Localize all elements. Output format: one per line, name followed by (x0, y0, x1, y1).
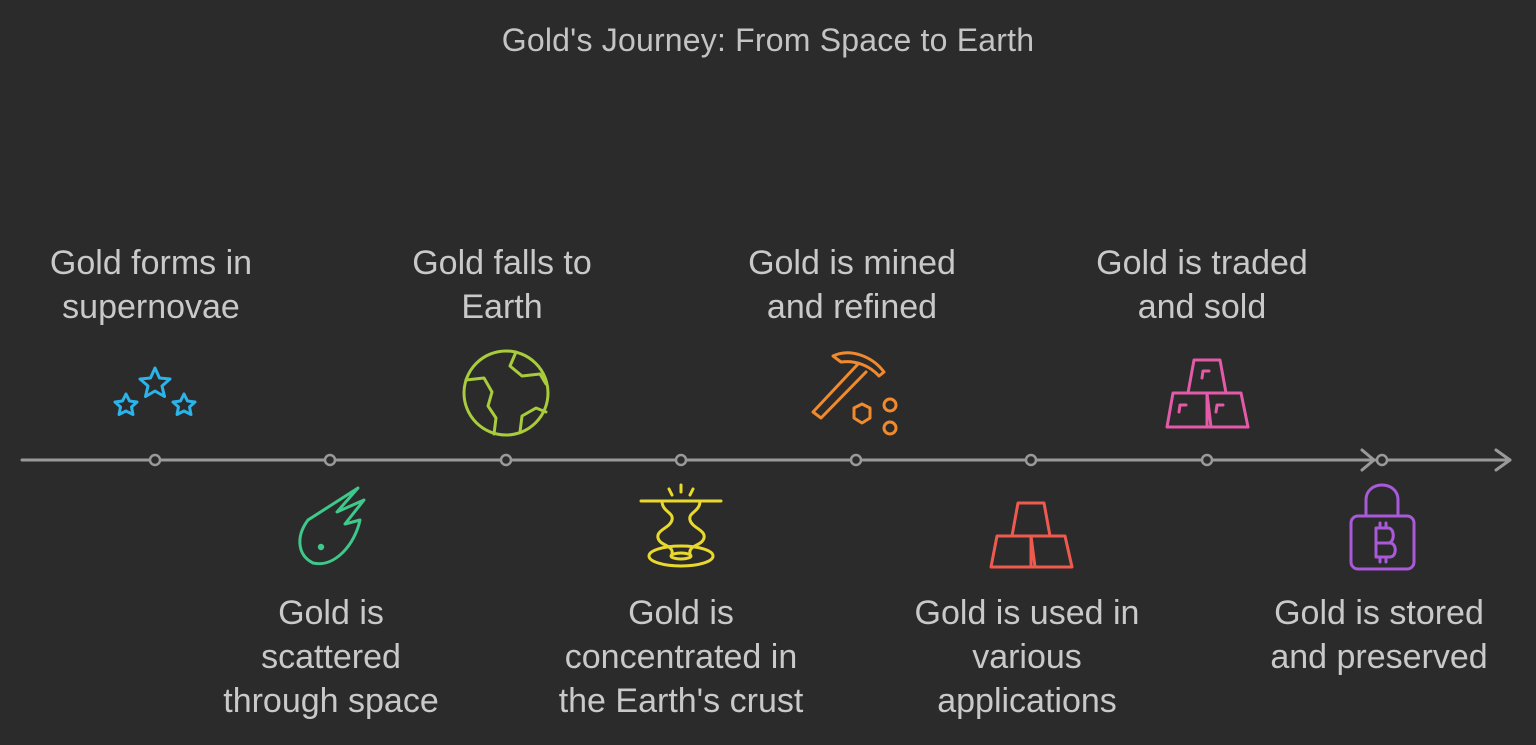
step-label-scattered: Gold is scattered through space (223, 594, 439, 720)
stars-icon (113, 366, 197, 416)
gold-bars-traded-icon (1165, 358, 1250, 429)
marker-6 (1024, 453, 1038, 467)
step-label-concentrated: Gold is concentrated in the Earth's crus… (558, 594, 804, 720)
step-label-used: Gold is used in various applications (914, 594, 1140, 720)
marker-5 (849, 453, 863, 467)
step-label-falls-to-earth: Gold falls to Earth (412, 244, 592, 326)
pickaxe-icon (811, 351, 898, 436)
geyser-icon (639, 483, 723, 568)
marker-3 (499, 453, 513, 467)
bitcoin-lock-icon (1349, 483, 1416, 571)
globe-icon (462, 349, 550, 437)
axis-chevron (1360, 448, 1376, 472)
gold-bars-icon (989, 501, 1074, 569)
timeline-axis (20, 448, 1512, 472)
step-label-supernovae: Gold forms in supernovae (49, 244, 253, 326)
marker-2 (323, 453, 337, 467)
step-label-traded: Gold is traded and sold (1096, 244, 1308, 326)
marker-4 (674, 453, 688, 467)
comet-icon (298, 486, 366, 566)
timeline-markers (148, 453, 1389, 467)
marker-7 (1200, 453, 1214, 467)
step-label-mined: Gold is mined and refined (748, 244, 956, 326)
diagram-title: Gold's Journey: From Space to Earth (501, 22, 1035, 58)
axis-arrowhead (1494, 448, 1512, 472)
step-label-stored: Gold is stored and preserved (1270, 594, 1488, 676)
marker-8 (1375, 453, 1389, 467)
marker-1 (148, 453, 162, 467)
